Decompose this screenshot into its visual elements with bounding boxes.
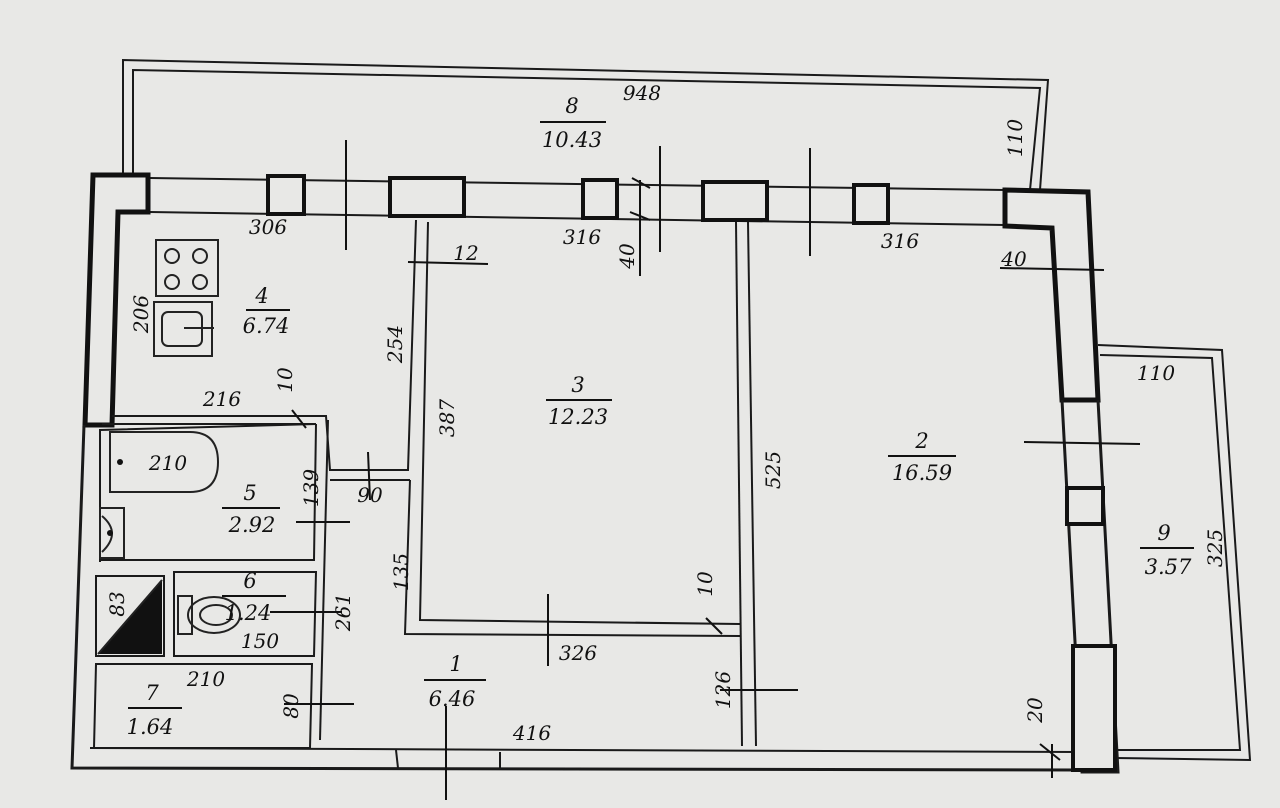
svg-text:9: 9 xyxy=(1157,521,1170,545)
room-2-label: 2 16.59 xyxy=(888,429,956,485)
svg-text:6.46: 6.46 xyxy=(429,687,476,711)
svg-text:10: 10 xyxy=(273,367,297,393)
window-right xyxy=(1065,486,1105,526)
svg-text:210: 210 xyxy=(186,667,225,691)
window-room3-left-pier xyxy=(388,176,466,218)
window-right-lower-pier xyxy=(1071,644,1117,772)
svg-text:216: 216 xyxy=(202,387,241,411)
svg-text:7: 7 xyxy=(145,681,159,705)
window-room2 xyxy=(852,183,890,225)
outer-wall-right-corner xyxy=(1002,187,1101,403)
wall-room3-room2-b xyxy=(747,221,757,747)
room-3-label: 3 12.23 xyxy=(546,373,612,429)
wall-storage-83 xyxy=(95,575,165,657)
room-8-label: 8 10.43 xyxy=(540,94,606,152)
toilet-icon xyxy=(177,595,241,635)
svg-text:126: 126 xyxy=(711,671,735,709)
svg-text:2.92: 2.92 xyxy=(228,513,276,537)
svg-text:326: 326 xyxy=(559,641,597,665)
svg-text:40: 40 xyxy=(615,243,639,270)
bathtub-icon xyxy=(109,431,220,493)
kitchen-sink-icon xyxy=(153,301,214,357)
room-6-label: 6 1.24 xyxy=(222,569,286,625)
wall-bath-right xyxy=(100,423,317,561)
svg-text:1: 1 xyxy=(449,652,462,676)
svg-text:10: 10 xyxy=(693,571,717,597)
wall-bath-top xyxy=(99,423,317,562)
washbasin-icon xyxy=(99,507,125,559)
balcony-8-outline xyxy=(122,58,1050,191)
svg-text:12.23: 12.23 xyxy=(548,405,608,429)
stove-icon xyxy=(155,239,219,297)
svg-text:110: 110 xyxy=(1003,119,1027,157)
wall-kitchen-room3 xyxy=(112,219,417,471)
room-9-label: 9 3.57 xyxy=(1140,521,1194,579)
outer-wall-left xyxy=(82,172,151,428)
storage-83-hatch xyxy=(97,579,163,655)
svg-text:8: 8 xyxy=(565,94,578,118)
svg-text:2: 2 xyxy=(914,429,928,453)
balcony-8-inner xyxy=(132,68,1042,191)
svg-text:90: 90 xyxy=(357,483,383,507)
svg-text:325: 325 xyxy=(1203,529,1227,567)
room-7-label: 7 1.64 xyxy=(127,681,182,739)
svg-text:10.43: 10.43 xyxy=(542,128,602,152)
wall-room3-room2 xyxy=(735,221,743,747)
room-5-label: 5 2.92 xyxy=(222,481,280,537)
svg-text:20: 20 xyxy=(1023,697,1047,724)
svg-text:206: 206 xyxy=(129,295,153,334)
dimension-labels: 948 110 306 316 316 40 40 12 206 254 10 … xyxy=(105,81,1227,745)
wall-storage-7 xyxy=(92,663,314,749)
svg-text:316: 316 xyxy=(563,225,601,249)
svg-text:261: 261 xyxy=(331,593,355,632)
room-4-label: 4 6.74 xyxy=(243,284,290,338)
svg-text:139: 139 xyxy=(299,469,323,507)
dimension-lines xyxy=(270,140,1141,800)
outer-wall-left-lower xyxy=(70,424,1081,772)
balcony-9-outline xyxy=(1097,344,1252,762)
room-1-label: 1 6.46 xyxy=(424,652,486,711)
svg-text:3.57: 3.57 xyxy=(1145,555,1192,579)
svg-text:40: 40 xyxy=(1000,247,1027,271)
window-kitchen xyxy=(266,174,306,216)
svg-text:110: 110 xyxy=(1137,361,1175,385)
door-entrance xyxy=(395,749,501,770)
svg-text:525: 525 xyxy=(761,451,785,489)
window-room3 xyxy=(581,178,619,220)
wall-kitchen-room3-b xyxy=(418,221,741,625)
svg-text:416: 416 xyxy=(512,721,551,745)
svg-text:387: 387 xyxy=(435,399,459,437)
svg-text:83: 83 xyxy=(105,591,129,616)
svg-text:16.59: 16.59 xyxy=(892,461,952,485)
svg-text:5: 5 xyxy=(243,481,256,505)
svg-text:1.64: 1.64 xyxy=(127,715,174,739)
svg-text:80: 80 xyxy=(279,693,303,719)
svg-text:948: 948 xyxy=(623,81,661,105)
svg-text:1.24: 1.24 xyxy=(225,601,272,625)
wall-bath-right-b xyxy=(319,419,329,741)
svg-text:4: 4 xyxy=(254,284,268,308)
svg-text:3: 3 xyxy=(571,373,584,397)
balcony-9-inner xyxy=(1099,354,1242,751)
wall-room3-corridor xyxy=(403,479,741,637)
svg-text:210: 210 xyxy=(148,451,187,475)
svg-text:306: 306 xyxy=(249,215,287,239)
svg-text:6.74: 6.74 xyxy=(243,314,290,338)
svg-text:150: 150 xyxy=(241,629,279,653)
svg-text:12: 12 xyxy=(453,241,478,265)
wall-wc xyxy=(173,571,318,657)
svg-text:254: 254 xyxy=(383,325,407,364)
svg-text:316: 316 xyxy=(881,229,919,253)
window-room2-pier xyxy=(701,180,769,222)
svg-text:135: 135 xyxy=(389,553,413,591)
svg-text:6: 6 xyxy=(243,569,256,593)
